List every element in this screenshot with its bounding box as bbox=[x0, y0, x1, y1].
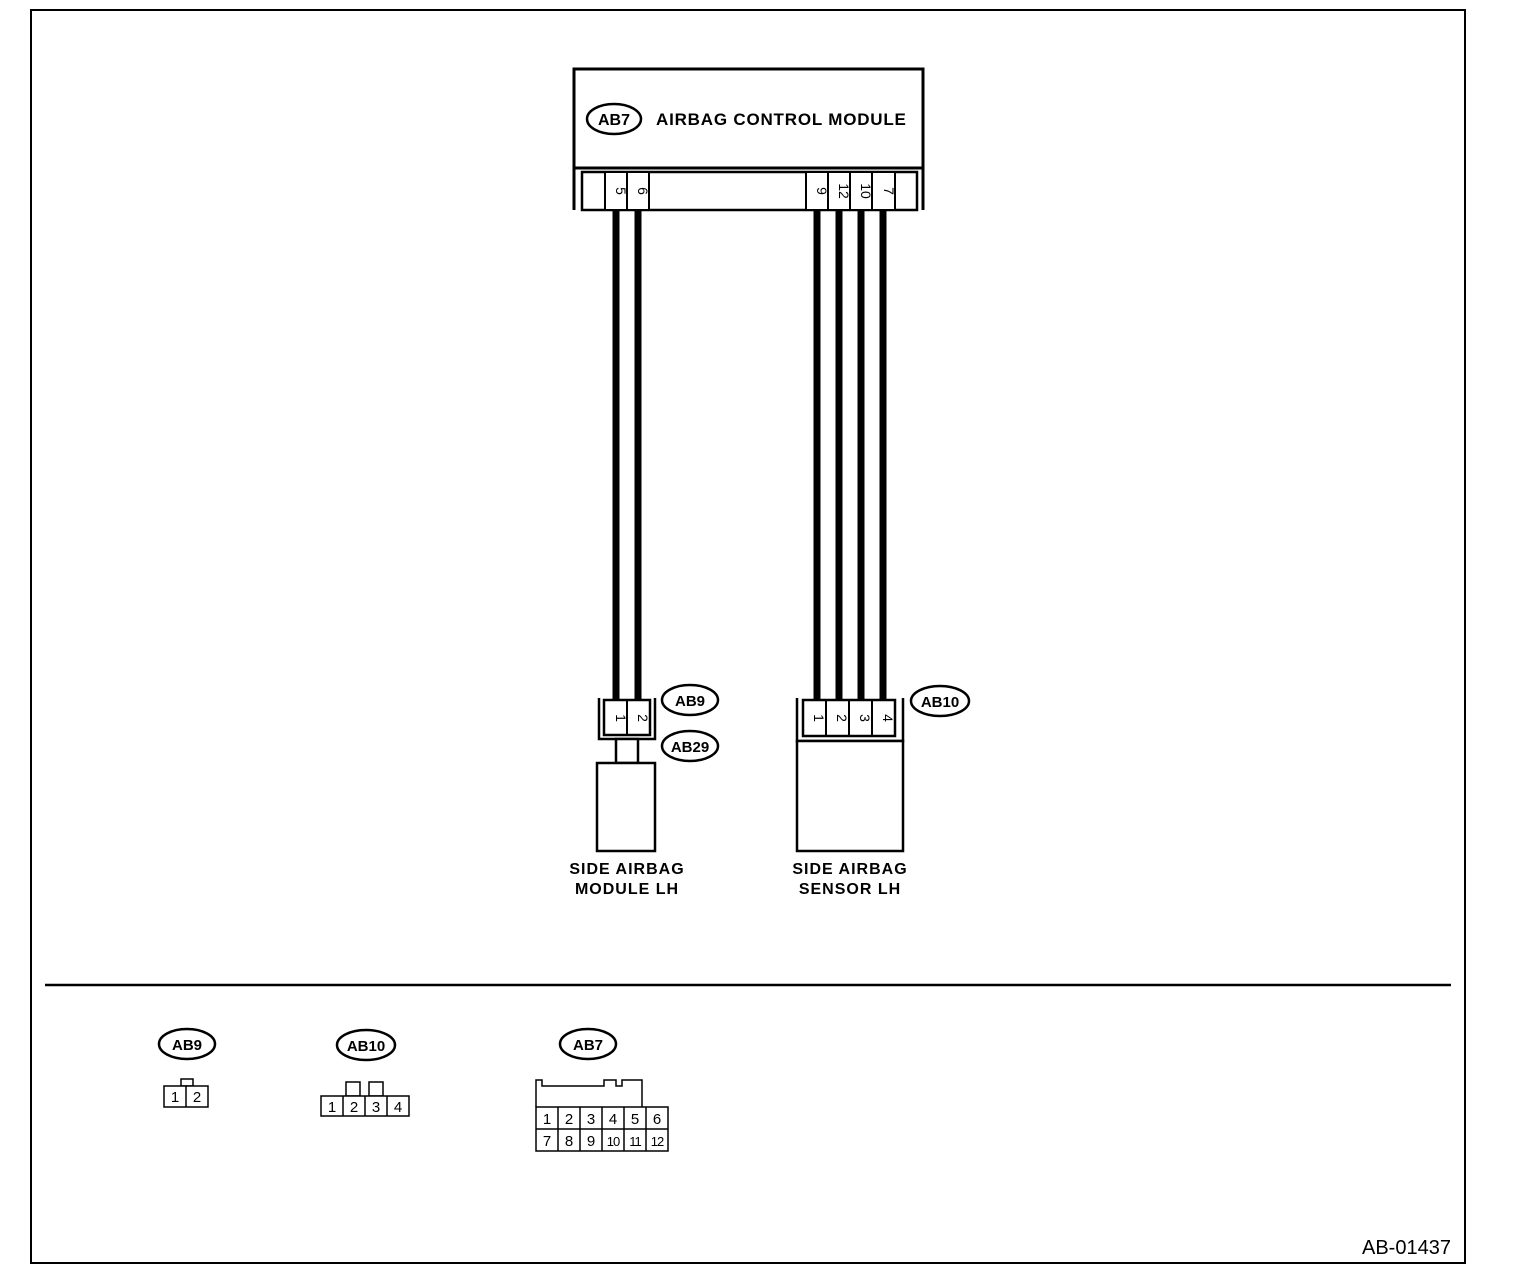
ab7-view-pin-4: 4 bbox=[609, 1111, 617, 1128]
wire-harness bbox=[612, 211, 887, 700]
ab10-pin-3: 3 bbox=[857, 714, 873, 722]
ab7-view-pin-10: 10 bbox=[607, 1134, 620, 1149]
ab7-view-pin-2: 2 bbox=[565, 1111, 573, 1128]
side-airbag-module-lh: 1 2 AB9 AB29 SIDE AIRBAG MODULE LH bbox=[569, 683, 720, 898]
page-frame bbox=[30, 9, 1466, 1264]
ab10-pin-1: 1 bbox=[811, 714, 827, 722]
acm-pin-12: 12 bbox=[836, 183, 852, 199]
ab10-view-pin-1: 1 bbox=[328, 1099, 336, 1116]
ab7-view-pin-3: 3 bbox=[587, 1111, 595, 1128]
ab29-badge-text: AB29 bbox=[671, 739, 709, 756]
ab9-view-label: AB9 bbox=[172, 1037, 202, 1054]
ab9-pin-1: 1 bbox=[613, 714, 629, 722]
ab7-view-pin-6: 6 bbox=[653, 1111, 661, 1128]
ab10-badge-text: AB10 bbox=[921, 694, 959, 711]
side-airbag-module-label-line1: SIDE AIRBAG bbox=[569, 861, 684, 878]
side-airbag-module-body bbox=[595, 761, 657, 853]
acm-pin-10: 10 bbox=[858, 183, 874, 199]
ab10-pin-4: 4 bbox=[880, 714, 896, 722]
ab10-pin-2: 2 bbox=[834, 714, 850, 722]
ab7-connector-badge bbox=[585, 102, 643, 136]
ab10-view-pin-2: 2 bbox=[350, 1099, 358, 1116]
ab7-view-pin-11: 11 bbox=[629, 1134, 641, 1149]
ab9-pin-2: 2 bbox=[635, 714, 651, 722]
ab9-view-pin-1: 1 bbox=[171, 1089, 179, 1106]
acm-title: AIRBAG CONTROL MODULE bbox=[656, 110, 907, 129]
ab9-connector-badge bbox=[660, 683, 720, 717]
ab9-view-pin-2: 2 bbox=[193, 1089, 201, 1106]
side-airbag-sensor-label-line2: SENSOR LH bbox=[799, 881, 901, 898]
acm-pin-7: 7 bbox=[881, 187, 897, 195]
ab10-view-pin-4: 4 bbox=[394, 1099, 402, 1116]
side-airbag-sensor-label-line1: SIDE AIRBAG bbox=[792, 861, 907, 878]
connector-view-ab10: AB10 1 2 3 4 bbox=[320, 1028, 410, 1117]
ab7-view-pin-9: 9 bbox=[587, 1133, 595, 1150]
ab7-view-pin-12: 12 bbox=[651, 1134, 664, 1149]
acm-pin-9: 9 bbox=[814, 187, 830, 195]
side-airbag-sensor-body bbox=[795, 739, 905, 853]
ab7-view-pin-7: 7 bbox=[543, 1133, 551, 1150]
acm-pin-5: 5 bbox=[613, 187, 629, 195]
connector-view-ab9: AB9 1 2 bbox=[157, 1027, 217, 1108]
acm-pin-6: 6 bbox=[635, 187, 651, 195]
airbag-control-module: AB7 AIRBAG CONTROL MODULE 5 6 9 12 10 7 bbox=[572, 67, 925, 212]
ab9-badge-text: AB9 bbox=[675, 693, 705, 710]
ab7-view-label: AB7 bbox=[573, 1037, 603, 1054]
ab10-connector-badge bbox=[909, 684, 971, 718]
reference-code: AB-01437 bbox=[1362, 1237, 1451, 1259]
ab7-view-pin-5: 5 bbox=[631, 1111, 639, 1128]
connector-view-ab7: AB7 1 2 3 4 5 6 7 8 9 10 11 12 bbox=[535, 1027, 669, 1152]
side-airbag-module-label-line2: MODULE LH bbox=[575, 881, 679, 898]
ab10-view-pin-3: 3 bbox=[372, 1099, 380, 1116]
ab29-connector-badge bbox=[660, 729, 720, 763]
ab7-view-pin-8: 8 bbox=[565, 1133, 573, 1150]
ab7-view-pin-1: 1 bbox=[543, 1111, 551, 1128]
ab7-badge-text: AB7 bbox=[598, 112, 630, 129]
ab10-view-label: AB10 bbox=[347, 1038, 385, 1055]
side-airbag-sensor-lh: 1 2 3 4 AB10 SIDE AIRBAG SENSOR LH bbox=[792, 684, 971, 898]
